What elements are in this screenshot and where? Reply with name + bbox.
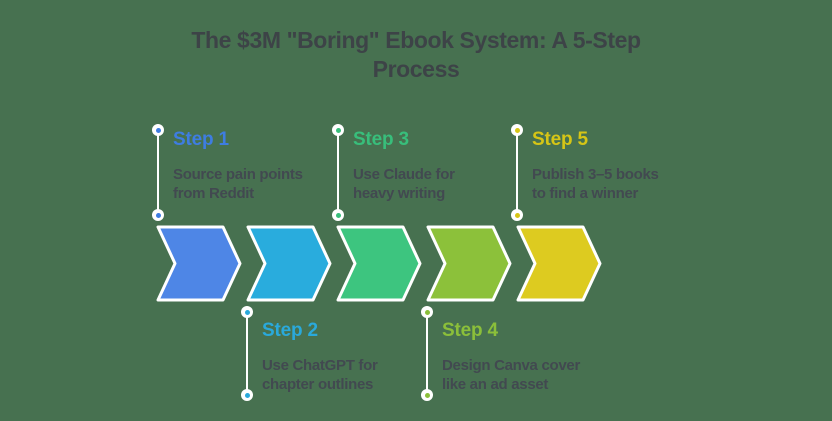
connector-dot-core [424, 309, 430, 315]
connector-dot-core [335, 212, 341, 218]
connector-dot-core [514, 212, 520, 218]
connector-dot-core [155, 127, 161, 133]
step-label-2: Step 2 [262, 320, 318, 341]
step-group-3: Step 3 Use Claude for heavy writing [332, 124, 507, 221]
step-description-5: Publish 3–5 books to find a winner [532, 165, 659, 203]
step-description-line: Design Canva cover [442, 357, 580, 374]
connector-line-3 [337, 132, 339, 213]
chevron-step-5 [516, 225, 602, 302]
chevron-step-3 [336, 225, 422, 302]
connector-dot-core [244, 309, 250, 315]
step-label-3: Step 3 [353, 129, 409, 150]
connector-dot-bottom-4 [421, 389, 433, 401]
step-description-2: Use ChatGPT for chapter outlines [262, 356, 378, 394]
connector-dot-bottom-3 [332, 209, 344, 221]
chevron-step-4 [426, 225, 512, 302]
connector-dot-top-1 [152, 124, 164, 136]
connector-line-5 [516, 132, 518, 213]
step-description-line: Use ChatGPT for [262, 357, 378, 374]
step-text-3: Step 3 Use Claude for heavy writing [353, 129, 455, 203]
step-group-1: Step 1 Source pain points from Reddit [152, 124, 327, 221]
connector-line-1 [157, 132, 159, 213]
step-group-5: Step 5 Publish 3–5 books to find a winne… [511, 124, 686, 221]
process-chevron-strip [156, 225, 602, 302]
chevron-step-1 [156, 225, 242, 302]
chevron-step-2 [246, 225, 332, 302]
connector-dot-bottom-2 [241, 389, 253, 401]
step-description-line: Source pain points [173, 166, 303, 183]
step-group-4: Step 4 Design Canva cover like an ad ass… [421, 306, 596, 401]
step-description-line: Publish 3–5 books [532, 166, 659, 183]
page-title-line-1: The $3M "Boring" Ebook System: A 5-Step [191, 27, 641, 53]
connector-dot-core [335, 127, 341, 133]
step-description-3: Use Claude for heavy writing [353, 165, 455, 203]
step-text-4: Step 4 Design Canva cover like an ad ass… [442, 320, 580, 394]
connector-dot-top-5 [511, 124, 523, 136]
step-description-line: to find a winner [532, 185, 639, 202]
connector-dot-core [244, 392, 250, 398]
connector-dot-bottom-1 [152, 209, 164, 221]
step-label-1: Step 1 [173, 129, 229, 150]
step-label-5: Step 5 [532, 129, 588, 150]
step-text-2: Step 2 Use ChatGPT for chapter outlines [262, 320, 378, 394]
step-group-2: Step 2 Use ChatGPT for chapter outlines [241, 306, 416, 401]
step-description-line: like an ad asset [442, 376, 549, 393]
step-description-4: Design Canva cover like an ad asset [442, 356, 580, 394]
step-description-line: from Reddit [173, 185, 254, 202]
connector-dot-top-4 [421, 306, 433, 318]
connector-dot-core [424, 392, 430, 398]
step-description-line: Use Claude for [353, 166, 455, 183]
step-label-4: Step 4 [442, 320, 498, 341]
connector-dot-core [514, 127, 520, 133]
step-text-5: Step 5 Publish 3–5 books to find a winne… [532, 129, 659, 203]
connector-line-4 [426, 314, 428, 393]
page-title-line-2: Process [372, 56, 460, 82]
step-description-line: heavy writing [353, 185, 445, 202]
connector-dot-bottom-5 [511, 209, 523, 221]
step-text-1: Step 1 Source pain points from Reddit [173, 129, 303, 203]
page-title: The $3M "Boring" Ebook System: A 5-Step … [0, 26, 832, 84]
step-description-1: Source pain points from Reddit [173, 165, 303, 203]
connector-dot-core [155, 212, 161, 218]
step-description-line: chapter outlines [262, 376, 374, 393]
connector-dot-top-2 [241, 306, 253, 318]
connector-line-2 [246, 314, 248, 393]
connector-dot-top-3 [332, 124, 344, 136]
